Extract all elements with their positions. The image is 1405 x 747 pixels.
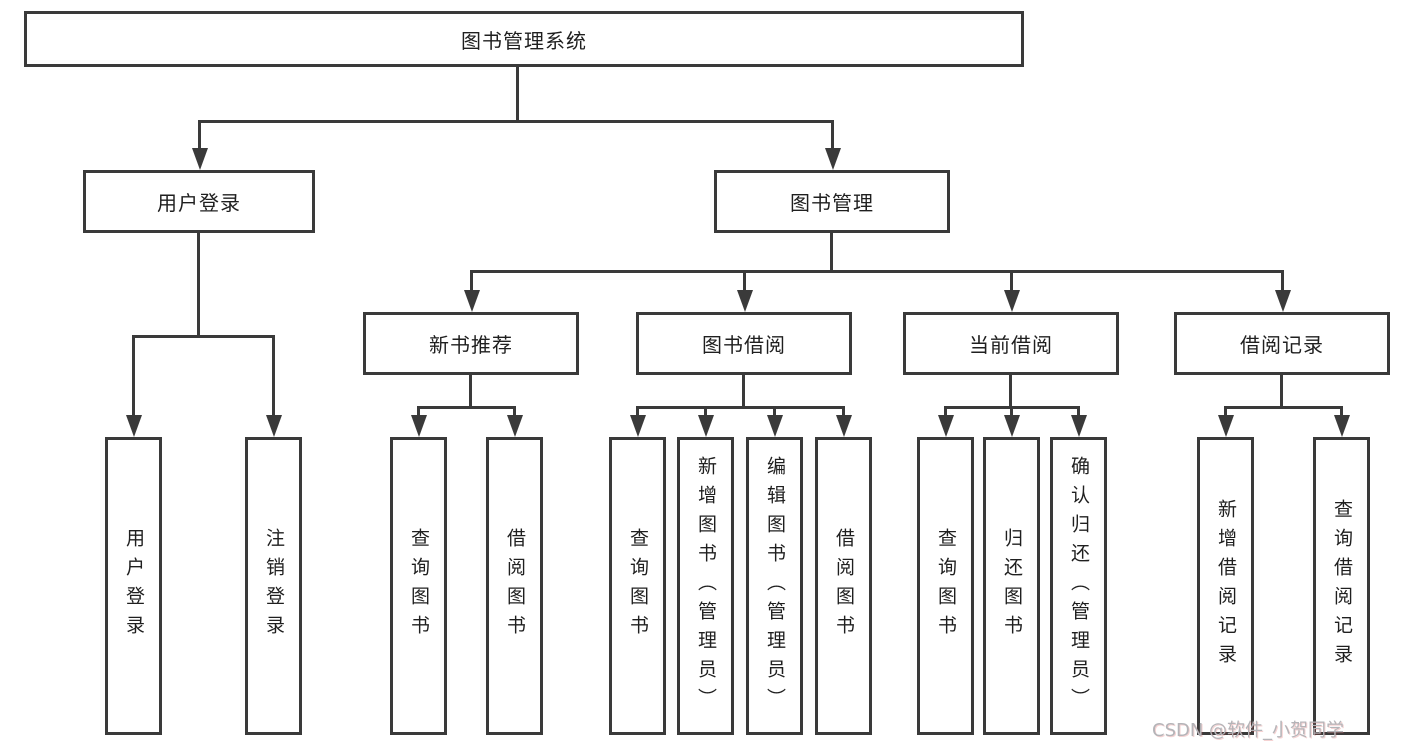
connector-arrow-query-books-1 bbox=[410, 406, 427, 437]
connector-arrow-confirm-return bbox=[1070, 406, 1087, 437]
connector-arrow-logout bbox=[265, 335, 282, 437]
node-edit-book-admin: 编辑图书（管理员） bbox=[746, 437, 803, 735]
connector-root-branch bbox=[199, 120, 833, 123]
connector-userlogin-stem bbox=[197, 233, 200, 335]
node-return-book: 归还图书 bbox=[983, 437, 1040, 735]
connector-arrow-edit-book bbox=[766, 406, 783, 437]
node-query-books: 查询图书 bbox=[917, 437, 974, 735]
connector-arrow-borrow-books-2 bbox=[835, 406, 852, 437]
node-current-borrowing: 当前借阅 bbox=[903, 312, 1119, 375]
connector-arrow-login bbox=[125, 335, 142, 437]
node-new-book-recommend: 新书推荐 bbox=[363, 312, 579, 375]
node-book-borrowing: 图书借阅 bbox=[636, 312, 852, 375]
connector-newbooks-branch bbox=[418, 406, 516, 409]
connector-arrow-query-books-3 bbox=[937, 406, 954, 437]
connector-currentborrow-stem bbox=[1009, 375, 1012, 406]
connector-arrow-add-record bbox=[1217, 406, 1234, 437]
connector-bookborrow-branch bbox=[637, 406, 845, 409]
node-logout: 注销登录 bbox=[245, 437, 302, 735]
connector-userlogin-branch bbox=[133, 335, 275, 338]
watermark: CSDN @软件_小贺同学 bbox=[1152, 720, 1345, 741]
node-user-login-leaf: 用户登录 bbox=[105, 437, 162, 735]
node-borrowing-records: 借阅记录 bbox=[1174, 312, 1390, 375]
connector-arrow-book-mgmt bbox=[824, 120, 841, 170]
connector-arrow-query-record bbox=[1333, 406, 1350, 437]
connector-arrow-borrow-books-1 bbox=[506, 406, 523, 437]
connector-bookmgmt-stem bbox=[830, 233, 833, 271]
connector-records-stem bbox=[1280, 375, 1283, 406]
node-confirm-return-admin: 确认归还（管理员） bbox=[1050, 437, 1107, 735]
connector-newbooks-stem bbox=[469, 375, 472, 406]
node-query-borrow-record: 查询借阅记录 bbox=[1313, 437, 1370, 735]
node-query-books: 查询图书 bbox=[609, 437, 666, 735]
connector-arrow-user-login bbox=[191, 120, 208, 170]
connector-arrow-add-book bbox=[697, 406, 714, 437]
node-query-books: 查询图书 bbox=[390, 437, 447, 735]
connector-arrow-return-book bbox=[1003, 406, 1020, 437]
connector-arrow-book-borrow bbox=[736, 270, 753, 312]
node-user-login: 用户登录 bbox=[83, 170, 315, 233]
connector-arrow-new-books bbox=[463, 270, 480, 312]
connector-arrow-borrow-records bbox=[1274, 270, 1291, 312]
node-borrow-books: 借阅图书 bbox=[815, 437, 872, 735]
connector-arrow-current-borrow bbox=[1003, 270, 1020, 312]
node-borrow-books: 借阅图书 bbox=[486, 437, 543, 735]
node-root: 图书管理系统 bbox=[24, 11, 1024, 67]
connector-bookborrow-stem bbox=[742, 375, 745, 406]
node-add-borrow-record: 新增借阅记录 bbox=[1197, 437, 1254, 735]
connector-records-branch bbox=[1225, 406, 1343, 409]
node-book-management: 图书管理 bbox=[714, 170, 950, 233]
connector-root-stem bbox=[516, 67, 519, 121]
connector-bookmgmt-branch bbox=[471, 270, 1283, 273]
node-add-book-admin: 新增图书（管理员） bbox=[677, 437, 734, 735]
connector-arrow-query-books-2 bbox=[629, 406, 646, 437]
